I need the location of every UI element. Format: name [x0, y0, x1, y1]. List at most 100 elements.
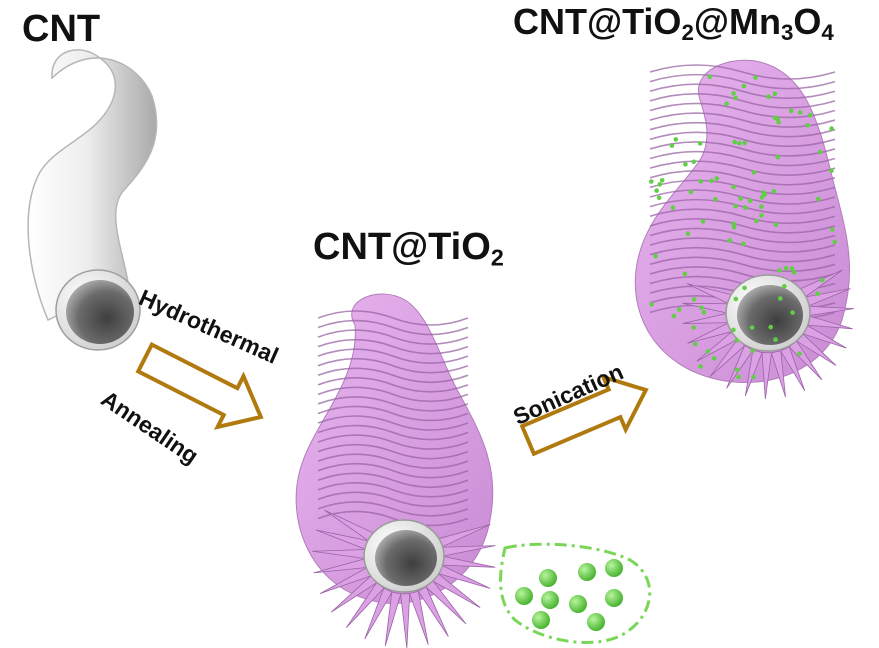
- surface-particle: [771, 189, 777, 194]
- surface-particle: [732, 139, 737, 145]
- surface-particle: [700, 219, 706, 224]
- surface-particle: [657, 182, 663, 187]
- surface-particle: [776, 120, 781, 125]
- label-part-2: 2: [681, 20, 694, 46]
- nanosheet-stripe: [649, 102, 836, 119]
- surface-particle: [772, 91, 778, 96]
- nanosheet-stripe: [317, 310, 469, 326]
- nanosheet-stripe: [317, 338, 469, 355]
- nanosheet-stripe: [317, 358, 469, 374]
- nanosheet-stripe: [317, 396, 469, 412]
- nanoparticle: [539, 569, 557, 587]
- label-part-5: O: [793, 1, 822, 42]
- surface-particle: [754, 218, 759, 224]
- nanosheet-stripe: [317, 434, 469, 450]
- surface-particle: [772, 115, 778, 121]
- label-part-4: 3: [780, 20, 794, 46]
- surface-particle: [741, 83, 747, 89]
- surface-particle: [713, 197, 718, 202]
- nanosheet-stripe: [317, 424, 469, 441]
- label-part-3: @Mn: [693, 1, 781, 42]
- nanosheet-stripe: [317, 501, 469, 517]
- surface-particle: [751, 374, 756, 380]
- tio2-nanosheet-pattern-coated: [649, 64, 836, 321]
- surface-particle: [654, 188, 659, 193]
- surface-particle: [789, 266, 795, 271]
- petal: [409, 590, 429, 645]
- surface-particle: [749, 325, 755, 330]
- surface-particle: [691, 297, 697, 302]
- petal: [744, 349, 763, 397]
- nanosheet-stripe: [649, 121, 836, 138]
- nanoparticle: [515, 587, 533, 605]
- mn3o4-surface-particles: [649, 74, 838, 380]
- nanoparticle: [541, 591, 559, 609]
- surface-particle: [688, 189, 694, 195]
- surface-particle: [819, 277, 825, 283]
- cnt-tio2-illustration: [295, 293, 496, 648]
- surface-particle: [737, 140, 742, 146]
- surface-particle: [669, 143, 675, 148]
- surface-particle: [649, 302, 654, 307]
- stage-label-cnt-tio2-mn3o4: CNT@TiO2@Mn3O4: [513, 1, 834, 44]
- nanosheet-stripe: [649, 160, 836, 176]
- surface-particle: [670, 205, 676, 210]
- tio2-petal-ring-coated: [682, 269, 854, 400]
- nanoparticle: [587, 613, 605, 631]
- petal: [364, 587, 393, 640]
- surface-particle: [711, 356, 717, 361]
- block-arrow-shape: [135, 341, 264, 430]
- surface-particle: [788, 108, 794, 114]
- surface-particle: [691, 325, 696, 330]
- surface-particle: [734, 367, 740, 373]
- surface-particle: [807, 112, 813, 118]
- label-part-6: 4: [821, 20, 834, 46]
- surface-particle: [751, 170, 757, 175]
- surface-particle: [705, 349, 711, 354]
- surface-particle: [761, 190, 767, 195]
- nanoparticle: [569, 595, 587, 613]
- surface-particle: [733, 95, 738, 101]
- process-arrow-sonication: [519, 373, 649, 457]
- surface-particle: [766, 94, 771, 100]
- nanosheet-stripe: [649, 169, 836, 186]
- surface-particle: [832, 239, 838, 245]
- nanosheet-stripe: [317, 377, 469, 393]
- surface-particle: [653, 253, 658, 259]
- surface-particle: [753, 75, 758, 80]
- surface-particle: [682, 271, 688, 277]
- stage-label-cnt-tio2-base: CNT@TiO: [313, 226, 491, 268]
- surface-particle: [805, 123, 810, 128]
- nanoparticle: [578, 563, 596, 581]
- tio2-nanosheet-pattern: [317, 310, 469, 527]
- surface-particle: [830, 227, 835, 232]
- surface-particle: [768, 324, 773, 330]
- surface-particle: [816, 196, 821, 202]
- nanosheet-stripe: [649, 179, 836, 196]
- surface-particle: [731, 327, 736, 333]
- label-part-1: CNT@TiO: [513, 1, 682, 42]
- surface-particle: [782, 284, 787, 289]
- nanosheet-stripe: [649, 218, 836, 234]
- nanosheet-stripe: [649, 266, 836, 282]
- surface-particle: [750, 348, 755, 354]
- surface-particle: [731, 184, 736, 190]
- nanosheet-stripe: [649, 256, 836, 273]
- surface-particle: [791, 270, 797, 275]
- surface-particle: [714, 176, 720, 181]
- surface-particle: [797, 351, 802, 356]
- process-arrow-hydrothermal: [135, 341, 264, 430]
- surface-particle: [731, 91, 736, 96]
- petal: [384, 591, 402, 647]
- surface-particle: [691, 159, 697, 165]
- nanosheet-stripe: [649, 208, 836, 225]
- surface-particle: [783, 265, 789, 271]
- nanosheet-stripe: [317, 348, 469, 364]
- nanosheet-stripe: [649, 93, 836, 109]
- surface-particle: [733, 203, 738, 209]
- nanosheet-stripe: [649, 73, 836, 90]
- surface-particle: [775, 154, 780, 160]
- petal: [770, 350, 786, 398]
